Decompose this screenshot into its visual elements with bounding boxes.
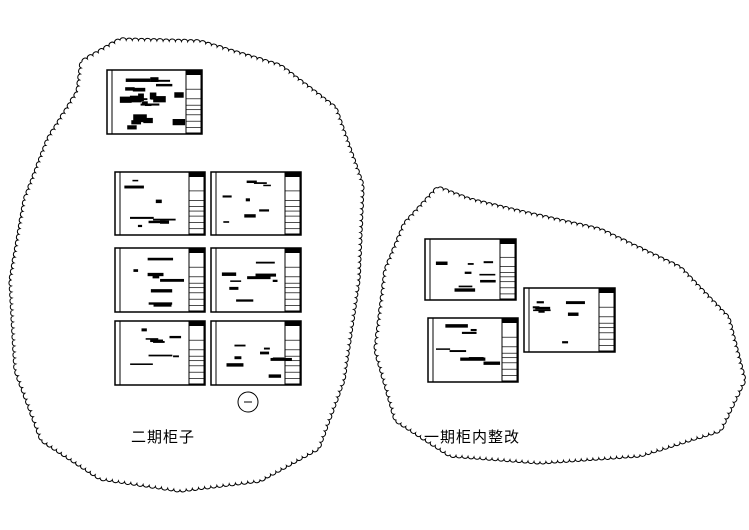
drawing-sheet[interactable] <box>114 320 206 386</box>
group-label-phase2: 二期柜子 <box>131 428 196 446</box>
revision-cloud-phase2 <box>8 37 365 493</box>
revision-cloud-phase1 <box>373 186 746 465</box>
group-label-phase1: 一期柜内整改 <box>424 428 521 446</box>
drawing-sheet[interactable] <box>424 238 517 301</box>
section-marker-symbol <box>237 391 259 413</box>
drawing-sheet[interactable] <box>523 287 616 353</box>
drawing-sheet[interactable] <box>106 69 203 135</box>
drawing-sheet[interactable] <box>210 320 302 386</box>
drawing-sheet[interactable] <box>114 247 206 313</box>
drawing-sheet[interactable] <box>427 317 519 383</box>
drawing-sheet[interactable] <box>210 247 302 313</box>
drawing-sheet[interactable] <box>114 171 206 236</box>
drawing-sheet[interactable] <box>210 171 302 236</box>
